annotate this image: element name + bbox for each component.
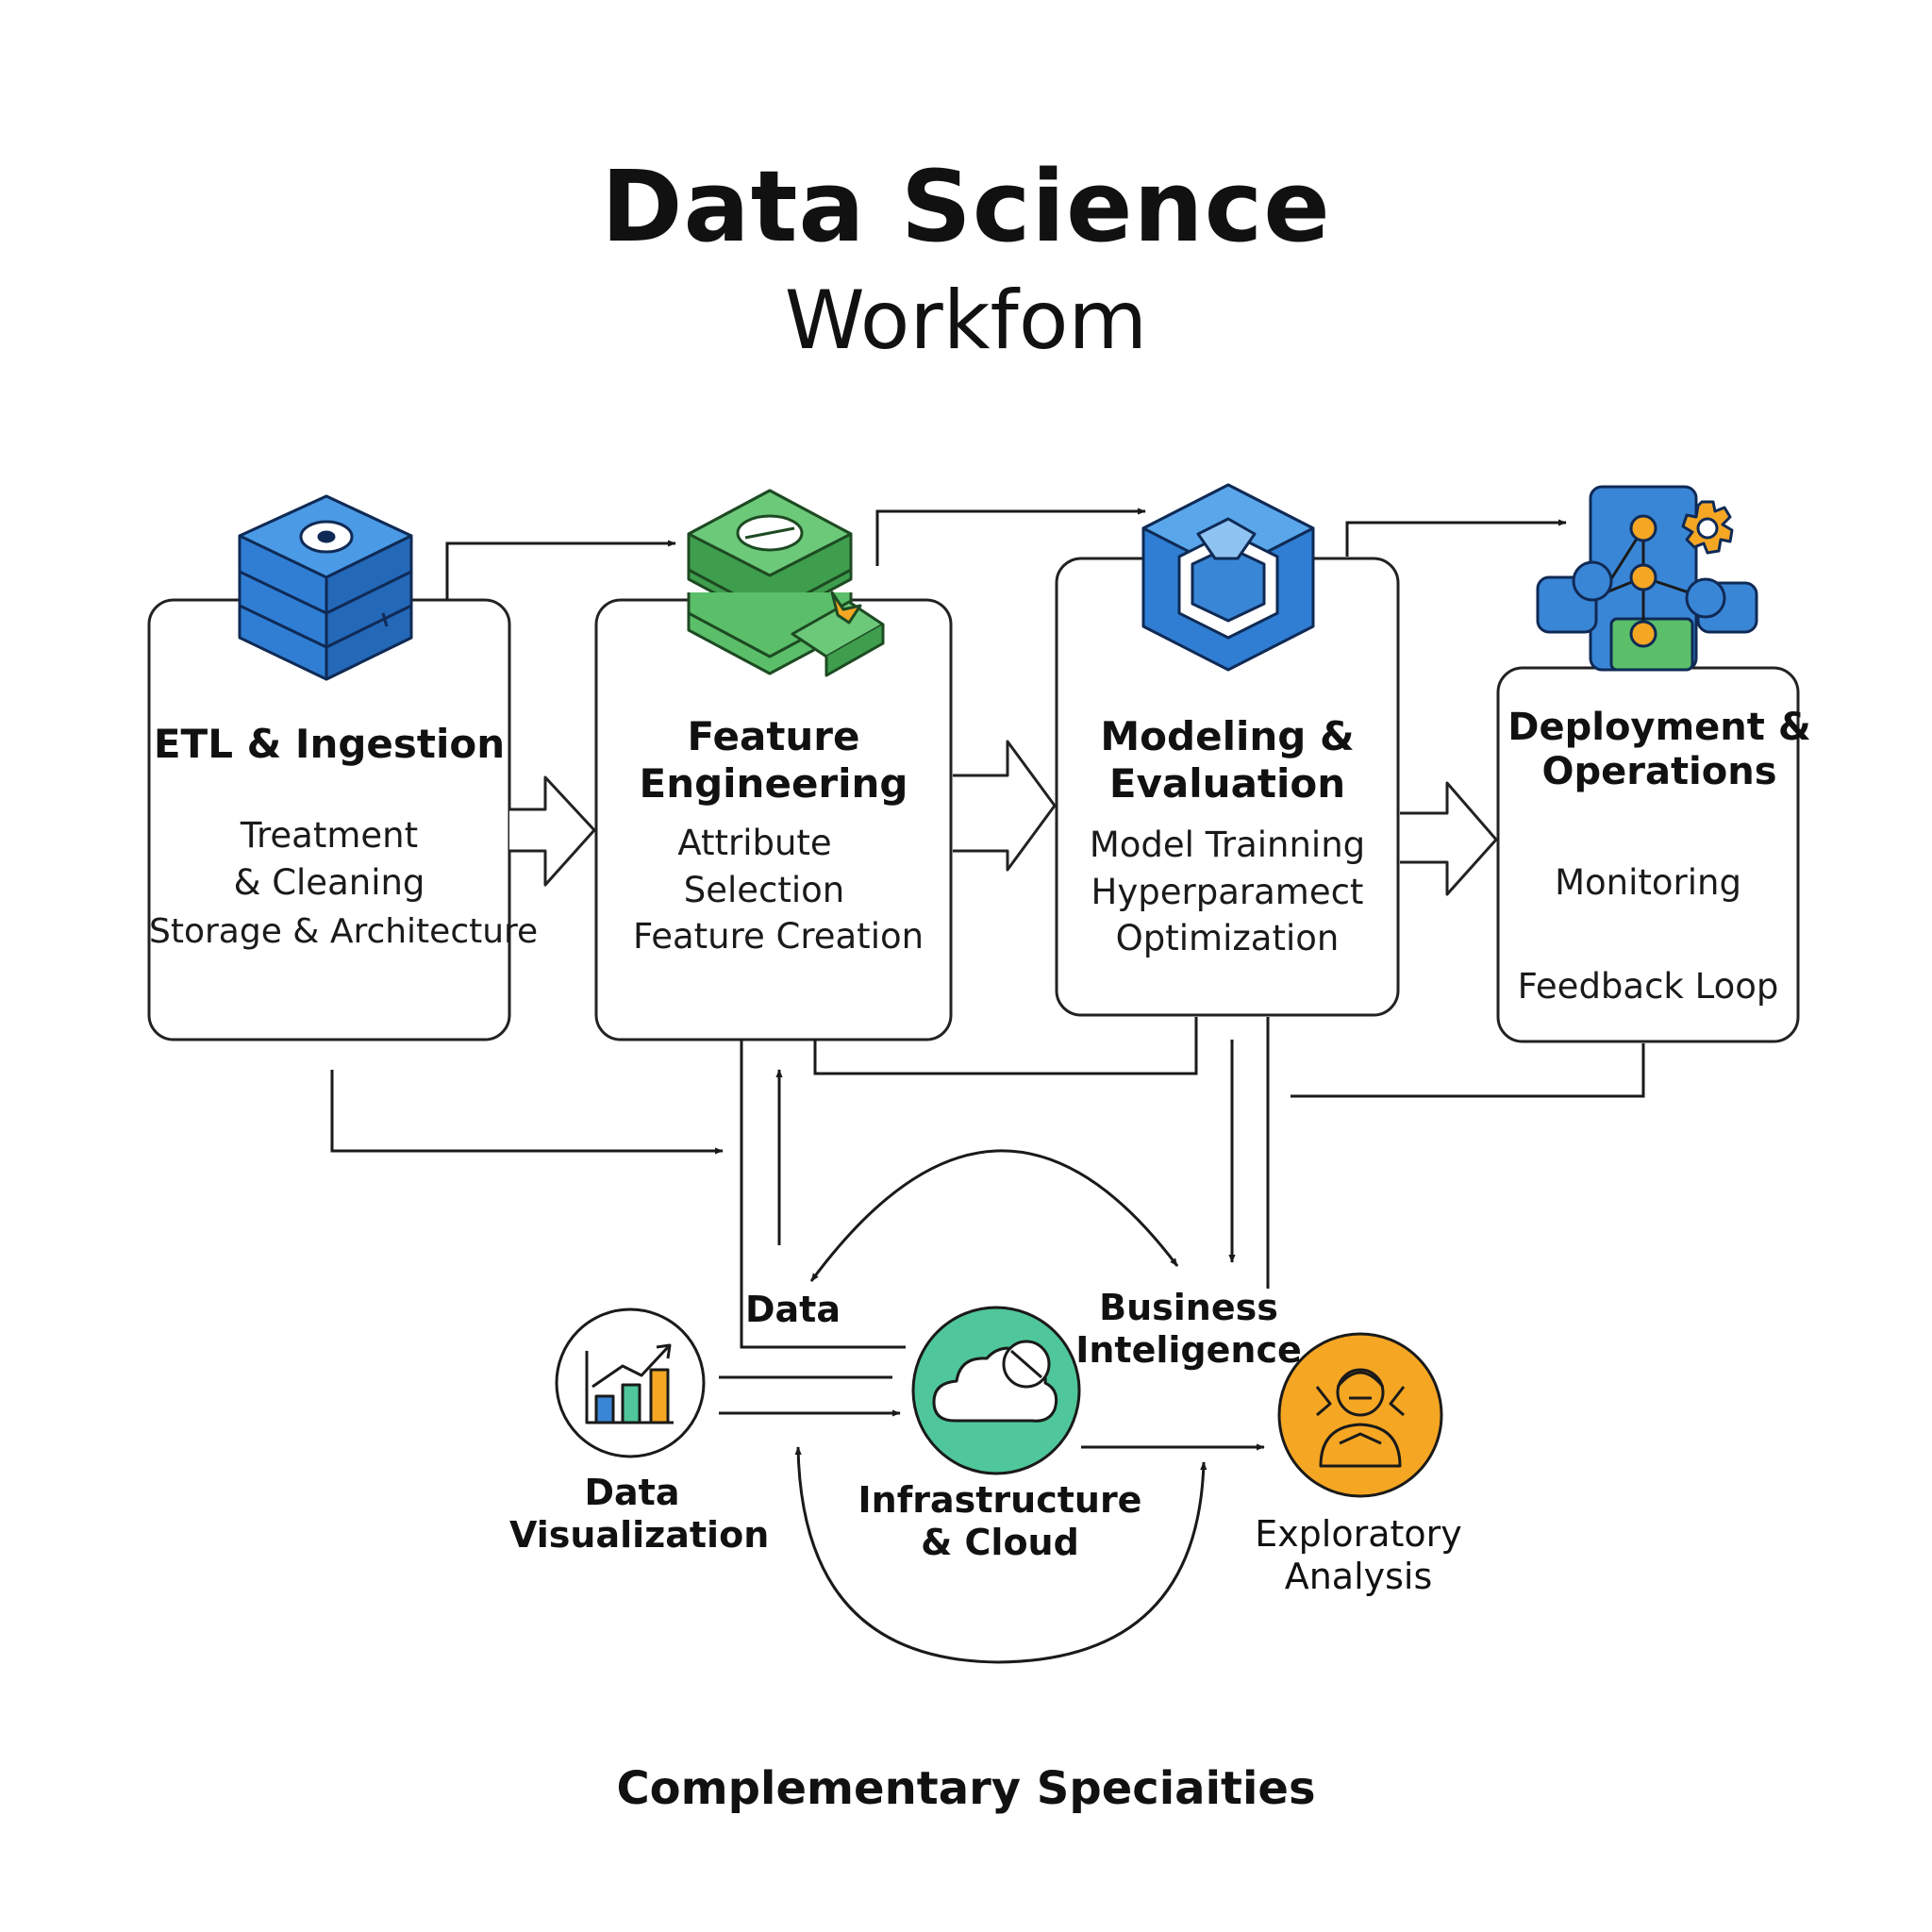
connector-modeling-to-deployment <box>1345 519 1567 557</box>
diagram-subtitle: Workfom <box>784 274 1148 368</box>
stage-items-modeling: Model Trainning Hyperparamect Optimizati… <box>1057 824 1398 959</box>
business-intelligence-label: Business Inteligence <box>1075 1287 1302 1372</box>
stage-items-feature: Attribute Selection Feature Creation <box>596 823 951 958</box>
stage-item: Feedback Loop <box>1517 965 1779 1007</box>
flow-arrow-3 <box>1400 781 1498 896</box>
footer-label: Complementary Speciaities <box>616 1762 1316 1815</box>
stage-title-line: Engineering <box>639 759 908 807</box>
stage-title-line: Operations <box>1541 750 1777 794</box>
analyst-icon <box>1277 1332 1443 1498</box>
stage-item: Attribute <box>677 823 832 863</box>
cloud-icon <box>911 1306 1081 1475</box>
stage-title-line: Feature <box>687 713 860 759</box>
label-line: Visualization <box>509 1513 770 1556</box>
stage-item: Selection <box>683 869 845 910</box>
stage-title-line: Deployment & <box>1507 706 1811 749</box>
stage-title-deployment: Deployment & Operations <box>1498 706 1821 794</box>
connector-etl-down <box>330 1070 724 1155</box>
connector-feature-left-down <box>740 1040 906 1349</box>
stage-item: Monitoring <box>1555 862 1741 903</box>
label-line: & Cloud <box>921 1521 1079 1563</box>
connector-deployment-return <box>1291 1043 1645 1098</box>
label-line: Infrastructure <box>858 1479 1142 1521</box>
stage-item: Model Trainning <box>1089 824 1366 865</box>
stage-title-etl: ETL & Ingestion <box>149 721 509 768</box>
bar-chart-icon <box>555 1307 706 1458</box>
connector-feature-to-modeling <box>875 508 1146 566</box>
stage-title-line: Modeling & <box>1100 713 1355 759</box>
stage-item: Feature Creation <box>632 916 924 958</box>
label-line: Business <box>1099 1287 1278 1328</box>
stage-title-modeling: Modeling & Evaluation <box>1057 713 1398 807</box>
stage-item: Hyperparamect <box>1091 871 1364 912</box>
flow-arrow-2 <box>953 740 1057 872</box>
data-label: Data <box>745 1289 841 1330</box>
flow-arrow-1 <box>509 775 596 887</box>
connector-etl-to-feature <box>445 540 676 600</box>
label-line: Exploratory <box>1255 1513 1462 1555</box>
label-line: Inteligence <box>1075 1328 1302 1371</box>
stage-item: Treatment <box>240 815 419 856</box>
diagram-title: Data Science <box>601 149 1331 264</box>
stage-title-feature: Feature Engineering <box>596 713 951 807</box>
label-line: Analysis <box>1284 1555 1433 1597</box>
stage-title-line: Evaluation <box>1108 759 1346 807</box>
connector-feature-modeling-bottom <box>813 1017 1198 1075</box>
data-visualization-label: Data Visualization <box>509 1472 770 1557</box>
stage-item: Storage & Architecture <box>149 912 539 952</box>
stage-item: Optimization <box>1115 918 1340 959</box>
model-cube-icon <box>1141 483 1315 672</box>
cycle-arc-bottom <box>794 1446 1208 1664</box>
deployment-network-icon <box>1536 485 1758 672</box>
stage-title-line: ETL & Ingestion <box>153 721 506 767</box>
stage-items-deployment: Monitoring Feedback Loop <box>1498 862 1798 1007</box>
stage-items-etl: Treatment & Cleaning Storage & Architect… <box>149 815 539 953</box>
database-cube-icon <box>238 494 413 681</box>
stage-item: & Cleaning <box>233 861 425 903</box>
feature-layers-icon <box>687 489 885 677</box>
exploratory-analysis-label: Exploratory Analysis <box>1226 1513 1491 1598</box>
infrastructure-cloud-label: Infrastructure & Cloud <box>849 1479 1151 1564</box>
cycle-arc-top <box>809 1149 1179 1282</box>
label-line: Data <box>584 1472 680 1513</box>
